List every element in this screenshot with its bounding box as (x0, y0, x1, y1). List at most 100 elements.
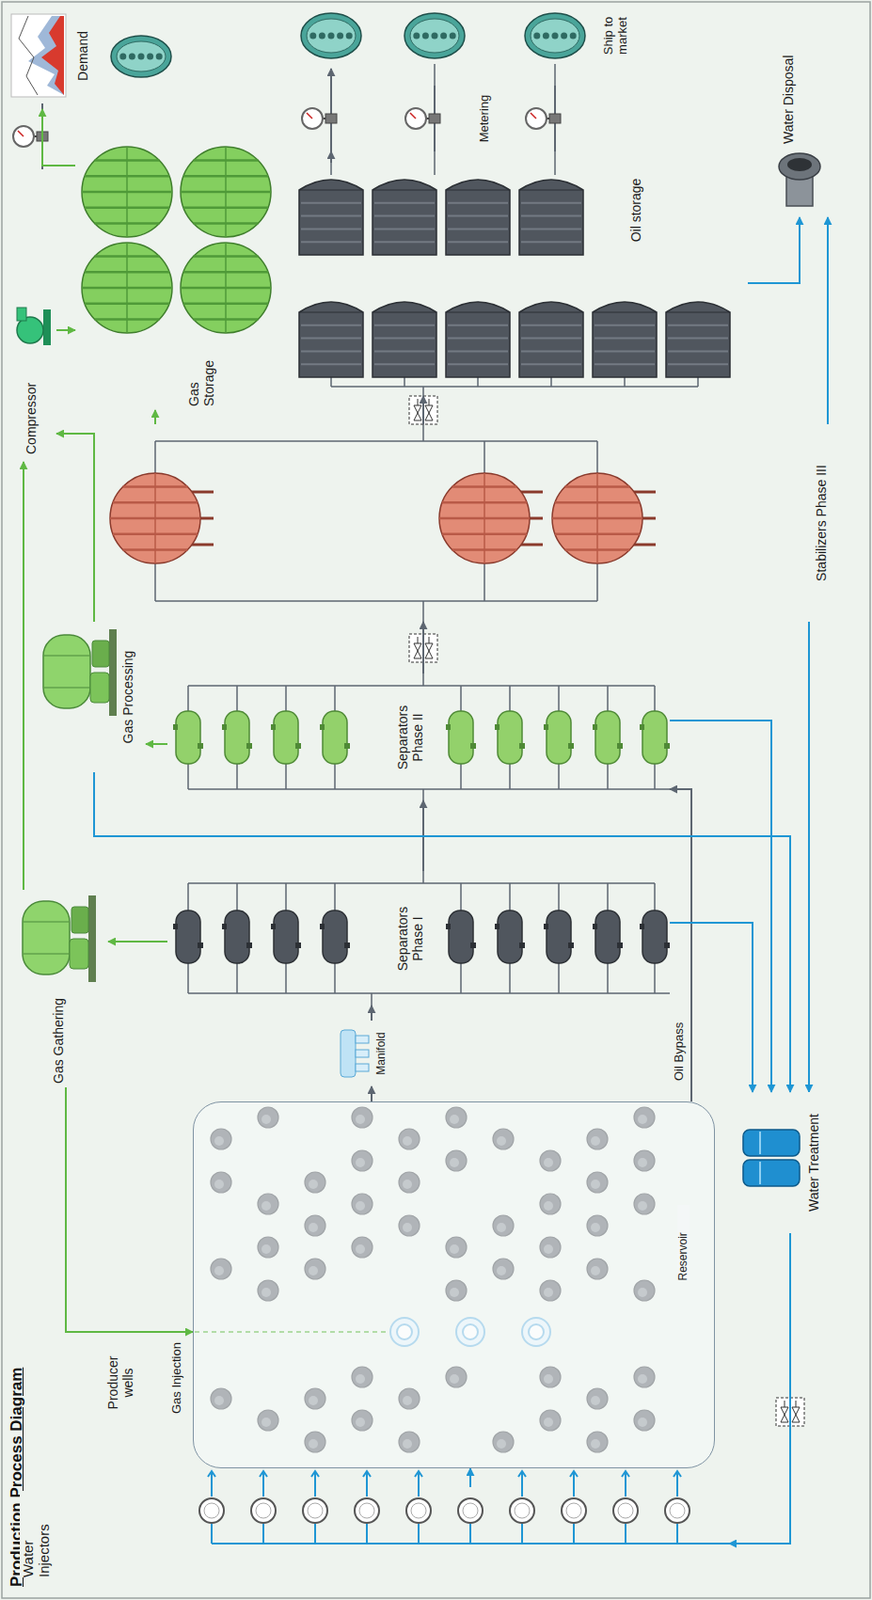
ship-hatch (552, 32, 559, 40)
separator-phase1-stub (557, 963, 560, 994)
oil-tank-rib (521, 240, 582, 243)
oil-tank (445, 301, 510, 378)
valve-pipe (417, 636, 419, 644)
oil-tank-rib (301, 349, 362, 352)
equipment-label: Ship to market (602, 2, 631, 69)
separator-phase1-nozzle (519, 942, 525, 949)
equipment-group: Metering (310, 85, 593, 152)
stabilizer-stub (154, 563, 157, 602)
separator-phase2-vessel (497, 711, 523, 764)
ship-hatch (422, 32, 429, 40)
oil-tank-body (372, 301, 437, 378)
gas-storage-sphere-band (224, 146, 227, 238)
demand-area (28, 15, 64, 96)
separator-phase2-nozzle (617, 743, 623, 749)
gas-gathering-unit-seam (23, 953, 69, 955)
field-label: Producer wells (105, 1353, 136, 1412)
valve-symbol (413, 643, 422, 659)
separator-phase1-stub (508, 963, 511, 994)
equipment-label: Demand (75, 2, 91, 110)
flow-line (729, 1233, 791, 1544)
separator-phase2-stub (236, 763, 238, 790)
injector-ring (566, 1503, 582, 1519)
separator-phase2-vessel (224, 711, 250, 764)
gas-storage-sphere (81, 146, 173, 238)
separator-phase2-nozzle (568, 743, 574, 749)
water-treatment-band (759, 1131, 762, 1155)
injection-arrow (363, 1471, 371, 1497)
separator-phase1-stub (187, 883, 190, 911)
oil-tank-seam (445, 312, 510, 314)
demand-line (18, 15, 38, 96)
stabilizer-sphere (110, 473, 201, 564)
ship-hull (301, 13, 362, 59)
water-tick (365, 1523, 368, 1544)
equipment-label: Separators Phase II (395, 690, 426, 785)
oil-tank (592, 301, 657, 378)
oil-tank-rib (521, 337, 582, 340)
oil-stub (550, 377, 553, 387)
flow-line (808, 621, 810, 1093)
flow-line (669, 922, 753, 1093)
separator-phase1-stub (557, 883, 560, 911)
oil-tank-seam (299, 312, 364, 314)
oil-tank-rib (447, 337, 508, 340)
separator-phase1-vessel (224, 910, 250, 964)
stabilizer-sphere-shell (552, 473, 643, 564)
separator-phase2-nozzle (295, 743, 302, 749)
separator-phase1-vessel (642, 910, 667, 964)
oil-stub (330, 377, 333, 387)
ship-deck (530, 18, 580, 53)
valve-pipe (428, 398, 430, 406)
oil-tank-rib (521, 363, 582, 365)
separator-phase1-stub (606, 883, 609, 911)
oil-tank-rib (374, 363, 435, 365)
injection-arrow (621, 1471, 630, 1497)
ship-hull (110, 35, 172, 78)
flow-line (145, 743, 168, 746)
separator-phase1-stub (459, 883, 462, 911)
oil-tank-body (299, 179, 364, 255)
gas-gathering-unit-motor (69, 938, 89, 969)
oil-tank-rib (374, 202, 435, 205)
separator-phase2-nozzle (246, 743, 253, 749)
separator-phase2-outlet-bus (188, 684, 655, 687)
separator-phase2-stub (187, 763, 190, 790)
gas-storage-sphere (180, 242, 271, 333)
equipment-group: Ship to market (296, 2, 664, 69)
oil-tank (372, 179, 437, 255)
oil-tank-rib (521, 215, 582, 218)
injector-ring (411, 1503, 427, 1519)
flow-label: Gas Injection (169, 1340, 184, 1416)
oil-outlet (554, 63, 556, 86)
oil-tank-rib (447, 363, 508, 365)
valve-symbol (425, 643, 433, 659)
ship-hatch (449, 32, 457, 40)
oil-tank-rib (301, 337, 362, 340)
separator-phase1-nozzle (319, 923, 325, 930)
oil-tank-body (372, 179, 437, 255)
oil-inlet-bus (331, 385, 698, 388)
stabilizer-stub (596, 563, 599, 602)
separator-phase2-nozzle (197, 743, 204, 749)
separator-phase2-stub (285, 763, 287, 790)
oil-tank-rib (374, 215, 435, 218)
oil-tank-rib (521, 324, 582, 327)
stabilizer-outlet-bus (155, 440, 598, 443)
gas-processing-unit-base (109, 629, 117, 716)
valve-frame (409, 396, 438, 425)
gas-processing-unit-motor (90, 672, 110, 703)
injector-well (509, 1498, 535, 1523)
equipment-label: Water Treatment (806, 1092, 822, 1234)
separator-phase1-stub (285, 883, 287, 911)
oil-tank-rib (594, 324, 655, 327)
separator-phase2-vessel (642, 711, 667, 764)
equipment-label: Gas Gathering (50, 984, 66, 1084)
water-tick (469, 1523, 472, 1544)
gas-storage-sphere (81, 242, 173, 333)
separator-phase1-nozzle (568, 942, 574, 949)
injector-well (613, 1498, 638, 1523)
injector-ring (204, 1503, 220, 1519)
separator-phase2-vessel (322, 711, 348, 764)
